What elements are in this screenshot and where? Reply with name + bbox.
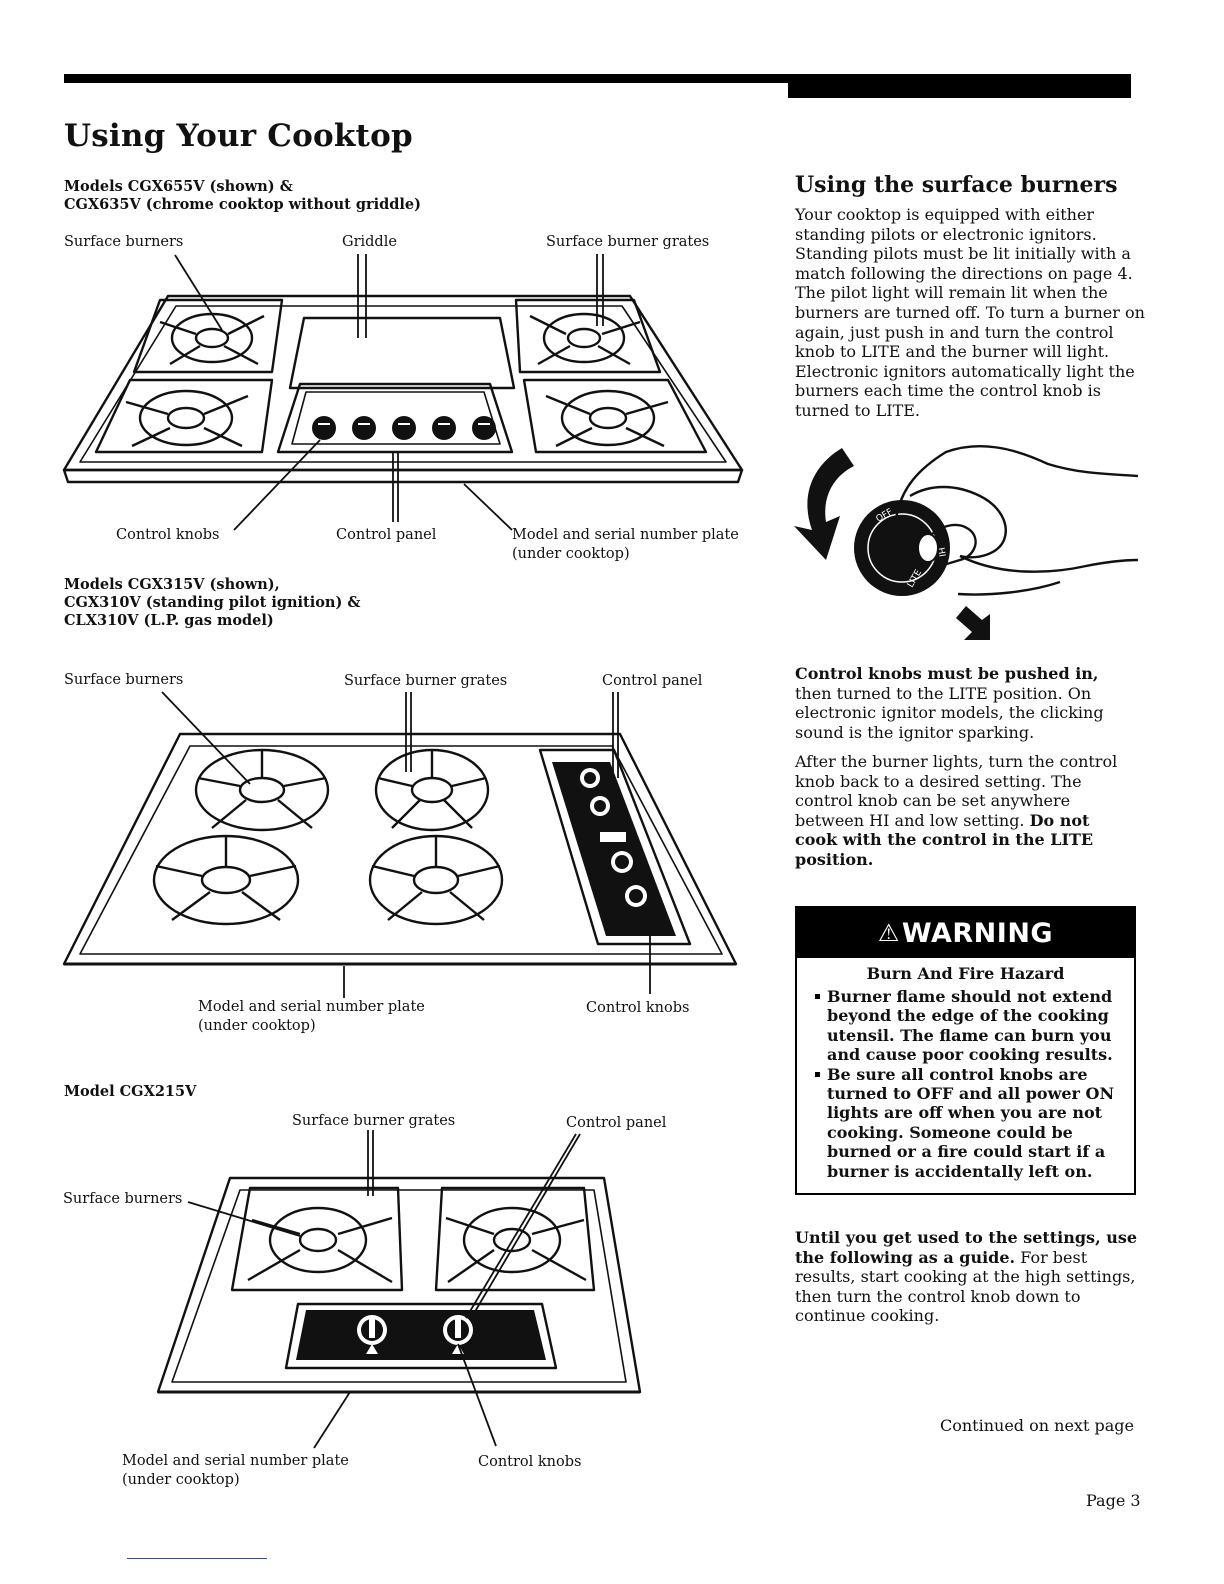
figure2-caption-line2: CGX310V (standing pilot ignition) & [64,594,361,611]
fig1-model-plate-line1: Model and serial number plate [512,527,739,543]
section-heading: Using the surface burners [795,172,1118,198]
fig1-label-surface-burners: Surface burners [64,234,184,250]
fig1-griddle [288,316,516,390]
figure2-caption-line3: CLX310V (L.P. gas model) [64,612,274,629]
fig2-burner-right-front [368,834,504,926]
until-bold: Until you get used to the settings, use … [795,1228,1138,1267]
fig1-leader-lines [174,254,604,531]
push-arrow-icon [956,606,990,640]
warning-subtitle: Burn And Fire Hazard [866,964,1065,983]
hand-outline [894,445,1139,521]
fig2-cooktop-inner [79,745,723,955]
fig1-label-control-knobs: Control knobs [116,527,220,543]
fig3-model-plate-line1: Model and serial number plate [122,1453,349,1469]
fig1-cooktop-edge [62,468,744,484]
fig2-model-plate-line2: (under cooktop) [198,1018,316,1034]
knob-hi-label: HI [935,547,946,558]
fig3-knobs [357,1315,473,1354]
fig2-label-control-panel: Control panel [602,673,703,689]
continued-note: Continued on next page [940,1416,1134,1435]
rotate-arrow-icon [794,448,854,560]
fig2-label-model-plate: Model and serial number plate (under coo… [198,998,425,1036]
fig1-cooktop-inner [79,305,727,463]
warning-box: ⚠ WARNING Burn And Fire Hazard Burner fl… [795,906,1136,1195]
figure1-caption-line2: CGX635V (chrome cooktop without griddle) [64,196,422,213]
warning-item: Burner flame should not extend beyond th… [815,987,1120,1065]
fig2-label-control-knobs: Control knobs [586,1000,690,1016]
fig2-burner-left-back [194,748,330,832]
figure1-caption-line1: Models CGX655V (shown) & [64,178,293,195]
fig1-label-control-panel: Control panel [336,527,437,543]
figure2-caption-line1: Models CGX315V (shown), [64,576,280,593]
warning-item: Be sure all control knobs are turned to … [815,1065,1120,1181]
fig1-model-plate-line2: (under cooktop) [512,546,630,562]
fig1-control-panel [276,382,514,454]
page-title: Using Your Cooktop [64,118,413,154]
fig3-label-model-plate: Model and serial number plate (under coo… [122,1452,349,1490]
after-bold: Do not cook with the control in the LITE… [795,810,1094,869]
fig2-leader-lines [161,691,651,998]
after-paragraph: After the burner lights, turn the contro… [795,752,1135,870]
until-rest: For best results, start cooking at the h… [795,1247,1136,1326]
fig1-burner-left-front [94,378,274,454]
fig2-burner-right-back [374,748,490,832]
fig2-label-grates: Surface burner grates [344,673,508,689]
warning-title: WARNING [901,917,1054,949]
figure3-caption: Model CGX215V [64,1083,197,1100]
until-paragraph: Until you get used to the settings, use … [795,1228,1140,1326]
fig3-label-grates: Surface burner grates [292,1113,456,1129]
figure1-caption: Models CGX655V (shown) & CGX635V (chrome… [64,178,421,214]
figure2-caption: Models CGX315V (shown), CGX310V (standin… [64,576,360,630]
fig3-burner-left [230,1186,404,1292]
header-block [788,74,1131,98]
warning-header: ⚠ WARNING [797,908,1134,958]
fig3-cooktop-inner [171,1189,627,1383]
fig3-model-plate-line2: (under cooktop) [122,1472,240,1488]
warning-triangle-icon: ⚠ [877,919,900,947]
after-text: After the burner lights, turn the contro… [795,752,1118,830]
fig1-burner-left-back [132,298,284,374]
fig3-burner-right [434,1186,596,1292]
fig3-leader-lines [187,1130,581,1449]
fig1-burner-right-front [522,378,708,454]
warning-list: Burner flame should not extend beyond th… [797,987,1134,1181]
fig2-control-panel [538,748,692,946]
fig3-label-control-knobs: Control knobs [478,1454,582,1470]
fig1-label-model-plate: Model and serial number plate (under coo… [512,526,739,564]
fig3-control-panel [284,1302,558,1370]
push-bold: Control knobs must be pushed in, [795,664,1099,683]
fig3-label-surface-burners: Surface burners [63,1191,183,1207]
fig1-label-griddle: Griddle [342,234,397,250]
push-paragraph: Control knobs must be pushed in, then tu… [795,664,1140,742]
fig3-label-control-panel: Control panel [566,1115,667,1131]
fig1-label-grates: Surface burner grates [546,234,710,250]
header-rule [64,74,790,83]
fig2-model-plate-line1: Model and serial number plate [198,999,425,1015]
intro-paragraph: Your cooktop is equipped with either sta… [795,205,1145,420]
fig2-label-surface-burners: Surface burners [64,672,184,688]
page-number: Page 3 [1086,1491,1141,1510]
footer-link-line [127,1558,267,1559]
push-rest: then turned to the LITE position. On ele… [795,683,1104,742]
fig2-burner-left-front [152,834,300,926]
fig1-burner-right-back [514,298,662,374]
fig1-knobs [312,416,496,440]
